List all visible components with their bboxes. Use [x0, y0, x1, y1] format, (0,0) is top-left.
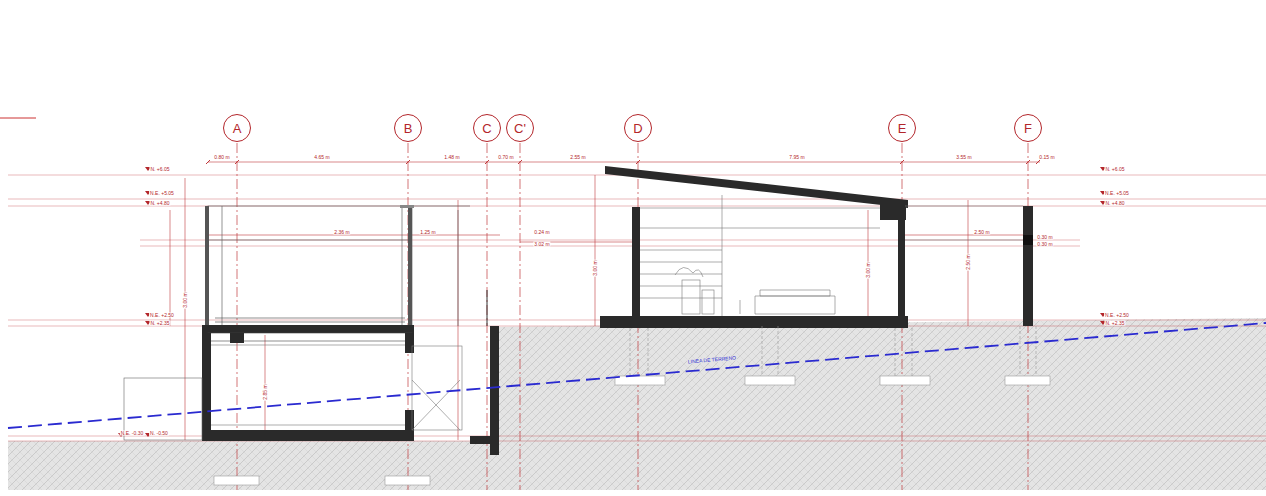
level-tag: N.E. -0.30	[120, 431, 145, 436]
grid-bubble: C'	[506, 114, 534, 142]
level-tag: N.E. +2.50	[1104, 313, 1130, 318]
level-tag: N. +4.80	[1104, 201, 1125, 206]
dimension-text: 2.50 m	[973, 230, 990, 235]
grid-bubble: C	[473, 114, 501, 142]
grid-bubble: F	[1014, 114, 1042, 142]
grid-letter: E	[898, 122, 907, 135]
dimension-text: 2.50 m	[966, 253, 971, 270]
dimension-text: 3.00 m	[593, 259, 598, 276]
dimension-text: 2.85 m	[263, 383, 268, 400]
dimension-text: 3.55 m	[955, 155, 972, 160]
dimension-text: 1.48 m	[443, 155, 460, 160]
dimension-text: 1.25 m	[419, 230, 436, 235]
dimension-text: 0.70 m	[497, 155, 514, 160]
dimension-text: 3.00 m	[183, 291, 188, 308]
level-tag: N.E. +5.05	[1104, 191, 1130, 196]
dimension-text: 0.80 m	[213, 155, 230, 160]
dimension-text: 2.55 m	[569, 155, 586, 160]
grid-letter: C	[482, 122, 491, 135]
level-tag: N. +2.35	[1104, 321, 1125, 326]
dimension-text: 3.02 m	[533, 242, 550, 247]
level-tag: N. +6.05	[1104, 167, 1125, 172]
grid-bubble: B	[394, 114, 422, 142]
dimension-text: 3.00 m	[866, 261, 871, 278]
dimension-text: 0.24 m	[533, 230, 550, 235]
grid-letter: D	[633, 122, 642, 135]
level-tag: N. +2.35	[149, 321, 170, 326]
grid-letter: F	[1024, 122, 1032, 135]
grid-bubble: A	[223, 114, 251, 142]
level-tag: N.E. +2.50	[149, 313, 175, 318]
grid-letter: B	[404, 122, 413, 135]
dimension-text: 0.15 m	[1038, 155, 1055, 160]
grid-letter: C'	[514, 122, 526, 135]
level-tag: N. +4.80	[149, 201, 170, 206]
dimension-text: 0.30 m	[1036, 242, 1053, 247]
grid-letter: A	[233, 122, 242, 135]
grid-bubble: E	[888, 114, 916, 142]
level-tag: N.E. +5.05	[149, 191, 175, 196]
dimension-text: 2.36 m	[333, 230, 350, 235]
level-tag: N. +6.05	[149, 167, 170, 172]
level-tag: N. -0.50	[149, 431, 169, 436]
dimension-text: 4.65 m	[313, 155, 330, 160]
dimension-text: 7.95 m	[788, 155, 805, 160]
dimension-text: 0.30 m	[1036, 235, 1053, 240]
grid-bubble: D	[624, 114, 652, 142]
